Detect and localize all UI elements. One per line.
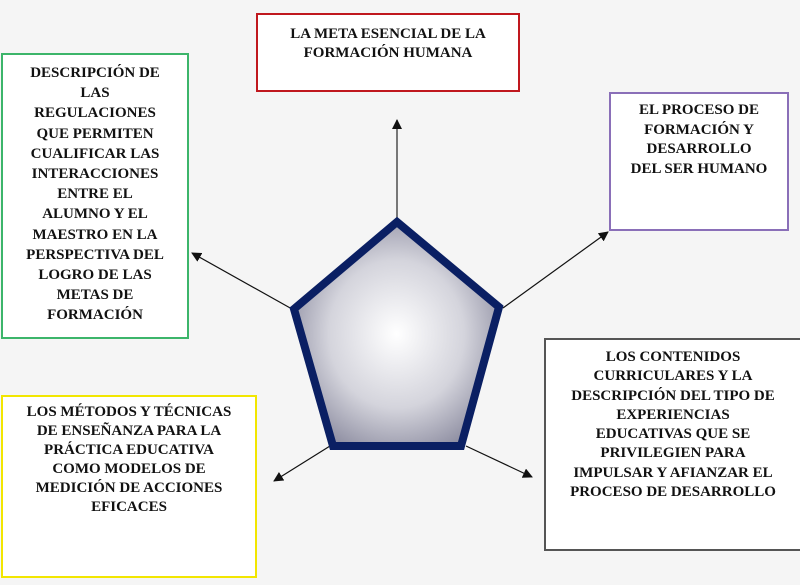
box-proceso-formacion: EL PROCESO DE FORMACIÓN Y DESARROLLO DEL… [609, 92, 789, 231]
central-pentagon [289, 216, 504, 450]
box-right-text: EL PROCESO DE FORMACIÓN Y DESARROLLO DEL… [630, 102, 768, 177]
box-left-text: DESCRIPCIÓN DE LAS REGULACIONES QUE PERM… [26, 65, 164, 324]
box-top-text: LA META ESENCIAL DE LA FORMACIÓN HUMANA [290, 26, 486, 61]
arrow-to-bottom-right [465, 445, 533, 478]
arrow-to-left [191, 252, 293, 310]
box-contenidos-curriculares: LOS CONTENIDOS CURRICULARES Y LA DESCRIP… [544, 338, 800, 551]
arrow-to-bottom-left [273, 445, 331, 482]
box-regulaciones: DESCRIPCIÓN DE LAS REGULACIONES QUE PERM… [1, 53, 189, 339]
box-metodos-tecnicas: LOS MÉTODOS Y TÉCNICAS DE ENSEÑANZA PARA… [1, 395, 257, 578]
box-meta-esencial: LA META ESENCIAL DE LA FORMACIÓN HUMANA [256, 13, 520, 92]
box-bottom-left-text: LOS MÉTODOS Y TÉCNICAS DE ENSEÑANZA PARA… [26, 404, 232, 515]
box-bottom-right-text: LOS CONTENIDOS CURRICULARES Y LA DESCRIP… [570, 349, 776, 501]
arrow-to-right [502, 231, 609, 309]
